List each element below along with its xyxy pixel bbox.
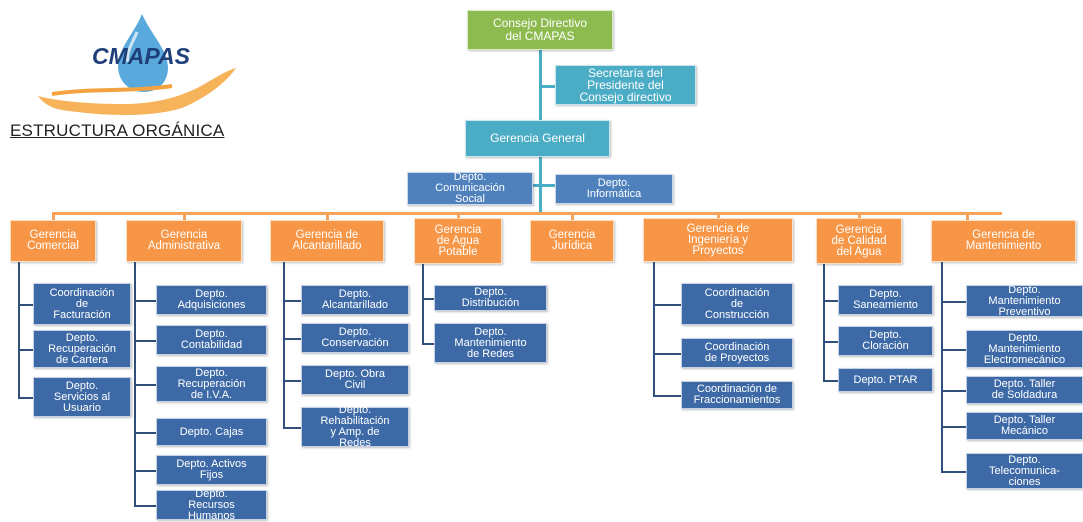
dept-connector — [653, 304, 681, 306]
department-box: Depto. Telecomunica- ciones — [966, 453, 1083, 489]
department-box: Depto. Alcantarillado — [301, 285, 409, 315]
gerencia-box-1: Gerencia Comercial — [10, 220, 96, 262]
comunicacion-social-box: Depto. Comunicación Social — [407, 172, 533, 205]
dept-connector — [283, 300, 301, 302]
dept-connector — [941, 471, 966, 473]
department-box: Depto. Mantenimiento Preventivo — [966, 284, 1083, 317]
dept-connector — [823, 300, 838, 302]
department-box: Depto. Adquisiciones — [156, 285, 267, 315]
connector — [539, 50, 542, 120]
gerencia-general-box: Gerencia General — [465, 120, 610, 157]
dept-connector — [422, 298, 434, 300]
department-box: Depto. Cajas — [156, 418, 267, 446]
gerencia-box-7: Gerencia de Calidad del Agua — [816, 218, 902, 264]
department-box: Depto. Mantenimiento de Redes — [434, 323, 547, 363]
dept-connector — [283, 380, 301, 382]
dept-connector — [422, 264, 424, 343]
dept-connector — [134, 470, 156, 472]
dept-connector — [422, 343, 434, 345]
cmapas-logo: CMAPAS — [38, 14, 236, 115]
connector — [571, 212, 574, 220]
dept-connector — [283, 338, 301, 340]
connector — [541, 85, 555, 88]
department-box: Coordinación de Construcción — [681, 283, 793, 325]
dept-connector — [134, 432, 156, 434]
dept-connector — [18, 262, 20, 397]
dept-connector — [18, 349, 33, 351]
gerencia-box-3: Gerencia de Alcantarillado — [270, 220, 384, 262]
dept-connector — [283, 427, 301, 429]
department-box: Depto. Activos Fijos — [156, 455, 267, 485]
department-box: Depto. Cloración — [838, 326, 933, 356]
logo-text: CMAPAS — [92, 43, 191, 69]
dept-connector — [134, 505, 156, 507]
dept-connector — [823, 264, 825, 380]
dept-connector — [134, 340, 156, 342]
hand-icon — [38, 68, 236, 115]
dept-connector — [18, 397, 33, 399]
department-box: Coordinación de Fraccionamientos — [681, 381, 793, 409]
secretaria-box: Secretaría del Presidente del Consejo di… — [555, 65, 696, 105]
dept-connector — [941, 262, 943, 471]
connector — [183, 212, 186, 220]
connector — [858, 212, 861, 218]
dept-connector — [653, 262, 655, 395]
dept-connector — [941, 349, 966, 351]
gerencias-bus — [53, 212, 1002, 215]
department-box: Depto. Rehabilitación y Amp. de Redes — [301, 405, 409, 449]
connector — [326, 212, 329, 220]
gerencia-box-6: Gerencia de Ingeniería y Proyectos — [643, 218, 793, 262]
dept-connector — [134, 384, 156, 386]
department-box: Depto. Conservación — [301, 323, 409, 353]
dept-connector — [941, 426, 966, 428]
department-box: Depto. Recursos Humanos — [156, 488, 267, 521]
informatica-box: Depto. Informática — [555, 174, 673, 204]
connector — [457, 212, 460, 218]
dept-connector — [18, 304, 33, 306]
department-box: Coordinación de Proyectos — [681, 338, 793, 368]
connector — [533, 184, 555, 187]
dept-connector — [823, 380, 838, 382]
dept-connector — [823, 341, 838, 343]
dept-connector — [134, 262, 136, 505]
department-box: Depto. Taller de Soldadura — [966, 376, 1083, 404]
department-box: Depto. Mantenimiento Electromecánico — [966, 330, 1083, 368]
gerencia-box-5: Gerencia Jurídica — [530, 220, 614, 262]
dept-connector — [941, 301, 966, 303]
department-box: Depto. Taller Mecánico — [966, 412, 1083, 440]
gerencia-box-8: Gerencia de Mantenimiento — [931, 220, 1076, 262]
department-box: Depto. Contabilidad — [156, 325, 267, 355]
department-box: Depto. Recuperación de I.V.A. — [156, 366, 267, 402]
department-box: Depto. Saneamiento — [838, 285, 933, 315]
department-box: Depto. Distribución — [434, 285, 547, 311]
dept-connector — [134, 300, 156, 302]
connector — [966, 212, 969, 220]
gerencia-box-4: Gerencia de Agua Potable — [414, 218, 502, 264]
department-box: Depto. PTAR — [838, 368, 933, 392]
gerencia-box-2: Gerencia Administrativa — [126, 220, 242, 262]
dept-connector — [653, 395, 681, 397]
dept-connector — [653, 353, 681, 355]
page-title: ESTRUCTURA ORGÁNICA — [10, 121, 225, 140]
consejo-directivo-box: Consejo Directivo del CMAPAS — [467, 10, 613, 50]
department-box: Depto. Recuperación de Cartera — [33, 330, 131, 368]
department-box: Depto. Obra Civil — [301, 365, 409, 395]
water-drop-icon — [118, 14, 168, 92]
department-box: Depto. Servicios al Usuario — [33, 377, 131, 417]
dept-connector — [941, 390, 966, 392]
connector — [52, 212, 55, 220]
department-box: Coordinación de Facturación — [33, 283, 131, 325]
connector — [717, 212, 720, 218]
dept-connector — [283, 262, 285, 427]
